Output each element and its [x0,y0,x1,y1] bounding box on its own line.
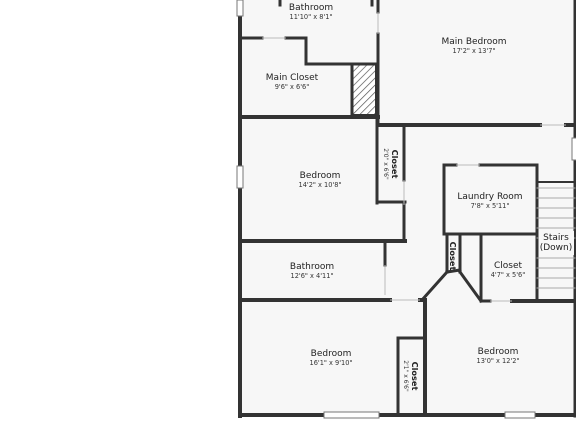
room-label-closet-diag: Closet [448,242,458,271]
room-name: Laundry Room [457,192,522,202]
room-dims: 2'0" x 6'6" [382,148,389,180]
stairs-line-1: Stairs [543,233,569,243]
room-dims: 4'7" x 5'6" [491,271,526,279]
room-name: Bathroom [290,262,334,272]
room-dims: 17'2" x 13'7" [453,47,496,55]
room-name: Closet [390,150,400,179]
room-label-bathroom-top: Bathroom 11'10" x 8'1" [289,3,333,21]
room-name: Closet [448,242,458,271]
room-label-closet-small: Closet 2'0" x 6'6" [382,148,400,180]
door-openings [262,12,566,302]
room-name: Bedroom [478,347,519,357]
room-name: Closet [410,362,420,391]
room-label-bedroom-lower-left: Bedroom 16'1" x 9'10" [310,349,353,367]
stairs-label: Stairs (Down) [539,231,574,255]
walls [238,0,576,418]
room-label-closet-lower: Closet 2'1" x 6'6" [402,360,420,392]
room-label-closet-right: Closet 4'7" x 5'6" [491,261,526,279]
room-label-bedroom-lower-right: Bedroom 13'0" x 12'2" [477,347,520,365]
room-dims: 16'1" x 9'10" [310,359,353,367]
room-label-bathroom-middle: Bathroom 12'6" x 4'11" [290,262,334,280]
room-dims: 7'8" x 5'11" [471,202,510,210]
room-name: Bedroom [311,349,352,359]
room-label-main-bedroom: Main Bedroom 17'2" x 13'7" [441,37,506,55]
room-dims: 13'0" x 12'2" [477,357,520,365]
stairs-line-2: (Down) [540,243,573,253]
floor-area [240,0,576,415]
room-dims: 12'6" x 4'11" [291,272,334,280]
room-label-main-closet: Main Closet 9'6" x 6'6" [266,73,319,91]
room-dims: 14'2" x 10'8" [299,181,342,189]
room-name: Closet [494,261,523,271]
room-dims: 9'6" x 6'6" [275,83,310,91]
room-name: Bedroom [300,171,341,181]
windows [236,0,576,419]
hatched-chase [351,63,377,116]
room-name: Main Closet [266,73,319,83]
room-dims: 2'1" x 6'6" [402,360,409,392]
room-name: Main Bedroom [441,37,506,47]
room-label-bedroom-middle: Bedroom 14'2" x 10'8" [299,171,342,189]
room-name: Bathroom [289,3,333,13]
room-dims: 11'10" x 8'1" [290,13,333,21]
room-label-laundry-room: Laundry Room 7'8" x 5'11" [457,192,522,210]
